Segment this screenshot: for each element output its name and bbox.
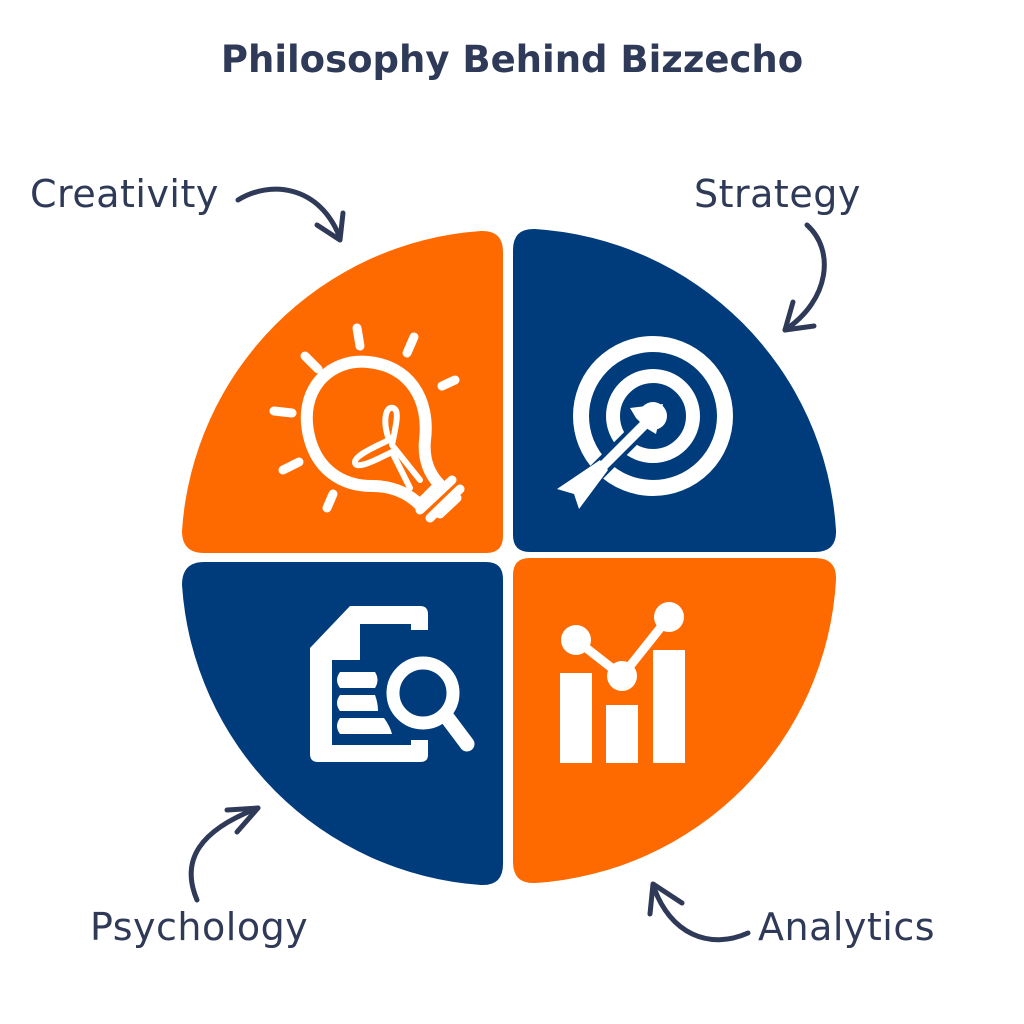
page-title: Philosophy Behind Bizzecho <box>220 38 804 81</box>
target-arrow-icon <box>557 336 733 509</box>
label-psychology: Psychology <box>90 905 309 949</box>
arrow-psychology <box>188 805 261 903</box>
label-strategy: Strategy <box>694 172 861 216</box>
arrow-creativity <box>235 186 346 243</box>
label-creativity: Creativity <box>30 172 219 216</box>
arrow-strategy <box>782 222 827 333</box>
bar-line-chart-icon <box>560 602 685 763</box>
arrow-analytics <box>647 881 751 943</box>
document-search-icon <box>310 606 475 762</box>
label-analytics: Analytics <box>758 905 936 949</box>
quadrant-creativity <box>182 230 503 553</box>
lightbulb-icon <box>269 323 465 523</box>
